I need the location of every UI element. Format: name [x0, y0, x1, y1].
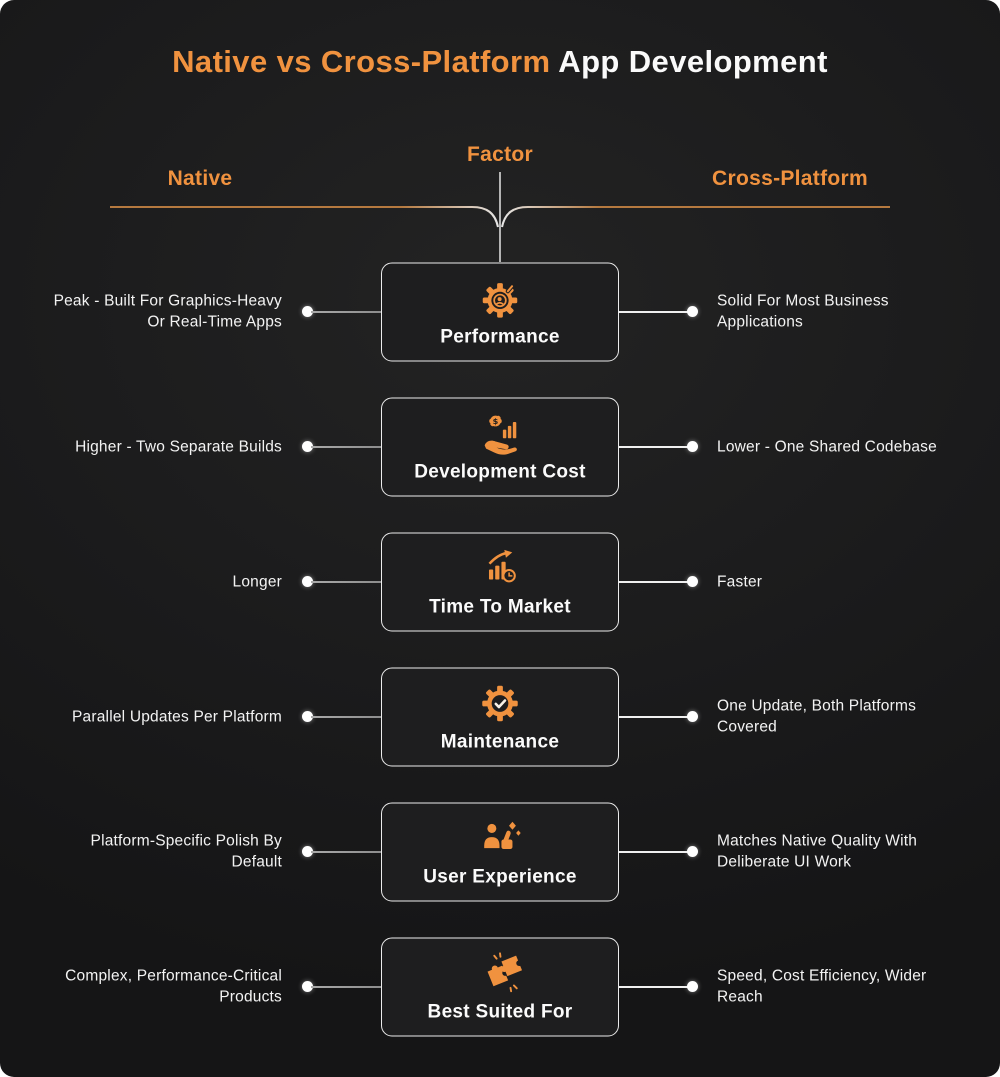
native-connector-line [311, 850, 381, 853]
cost-hand-coin-bars-icon: $ [477, 410, 523, 456]
cross-platform-value: Faster [717, 572, 763, 590]
cross-platform-connector-line [619, 850, 689, 853]
performance-gauge-gear-icon [477, 275, 523, 321]
native-connector-dot [302, 576, 313, 587]
cross-platform-connector-dot [687, 306, 698, 317]
cross-platform-connector-dot [687, 576, 698, 587]
cross-platform-value: Speed, Cost Efficiency, Wider Reach [717, 967, 927, 1006]
comparison-row: Complex, Performance-Critical Products B… [0, 919, 1000, 1054]
factor-card: User Experience [381, 802, 619, 901]
header-connector-lines [110, 172, 890, 262]
native-connector-dot [302, 981, 313, 992]
native-value: Complex, Performance-Critical Products [65, 967, 282, 1006]
factor-card: Performance [381, 262, 619, 361]
cross-platform-connector-line [619, 310, 689, 313]
page-title-highlight: Native vs Cross-Platform [172, 44, 551, 79]
factor-card: $ Development Cost [381, 397, 619, 496]
cross-platform-connector-dot [687, 711, 698, 722]
factor-label: Performance [440, 326, 560, 347]
column-header-native: Native [167, 167, 233, 190]
native-value: Platform-Specific Polish By Default [90, 832, 282, 871]
comparison-row: Parallel Updates Per Platform Maintenanc… [0, 649, 1000, 784]
factor-label: Best Suited For [427, 1001, 573, 1022]
cross-platform-connector-line [619, 715, 689, 718]
comparison-row: Higher - Two Separate Builds $ Developme… [0, 379, 1000, 514]
column-header-factor: Factor [467, 143, 533, 166]
native-connector-line [311, 715, 381, 718]
cross-platform-connector-line [619, 580, 689, 583]
native-value: Peak - Built For Graphics-Heavy Or Real-… [53, 292, 282, 331]
native-value: Longer [232, 572, 282, 590]
native-connector-dot [302, 711, 313, 722]
cross-platform-connector-line [619, 445, 689, 448]
page-title: Native vs Cross-Platform App Development [0, 44, 1000, 80]
cross-platform-connector-line [619, 985, 689, 988]
factor-label: Maintenance [440, 731, 560, 752]
page-title-rest: App Development [550, 44, 828, 79]
comparison-row: Longer Time To Market Faster [0, 514, 1000, 649]
cross-platform-connector-dot [687, 846, 698, 857]
native-connector-line [311, 445, 381, 448]
native-value: Parallel Updates Per Platform [72, 707, 282, 725]
factor-label: User Experience [423, 866, 577, 887]
cross-platform-value: Lower - One Shared Codebase [717, 437, 937, 455]
comparison-row: Platform-Specific Polish By Default User… [0, 784, 1000, 919]
factor-card: Time To Market [381, 532, 619, 631]
native-connector-dot [302, 441, 313, 452]
factor-card: Maintenance [381, 667, 619, 766]
cross-platform-value: Matches Native Quality With Deliberate U… [717, 832, 918, 871]
comparison-row: Peak - Built For Graphics-Heavy Or Real-… [0, 244, 1000, 379]
gear-check-icon [477, 680, 523, 726]
puzzle-pieces-icon [477, 950, 523, 996]
factor-card: Best Suited For [381, 937, 619, 1036]
cross-platform-connector-dot [687, 441, 698, 452]
native-value: Higher - Two Separate Builds [75, 437, 282, 455]
native-connector-line [311, 985, 381, 988]
native-connector-line [311, 580, 381, 583]
cross-platform-connector-dot [687, 981, 698, 992]
column-header-cross-platform: Cross-Platform [712, 167, 868, 190]
svg-text:$: $ [493, 415, 499, 425]
user-thumbs-up-sparkles-icon [477, 815, 523, 861]
cross-platform-value: Solid For Most Business Applications [717, 292, 889, 331]
native-connector-dot [302, 846, 313, 857]
native-connector-line [311, 310, 381, 313]
factor-label: Development Cost [414, 461, 586, 482]
cross-platform-value: One Update, Both Platforms Covered [717, 697, 917, 736]
factor-label: Time To Market [429, 596, 571, 617]
native-connector-dot [302, 306, 313, 317]
growth-chart-clock-icon [477, 545, 523, 591]
